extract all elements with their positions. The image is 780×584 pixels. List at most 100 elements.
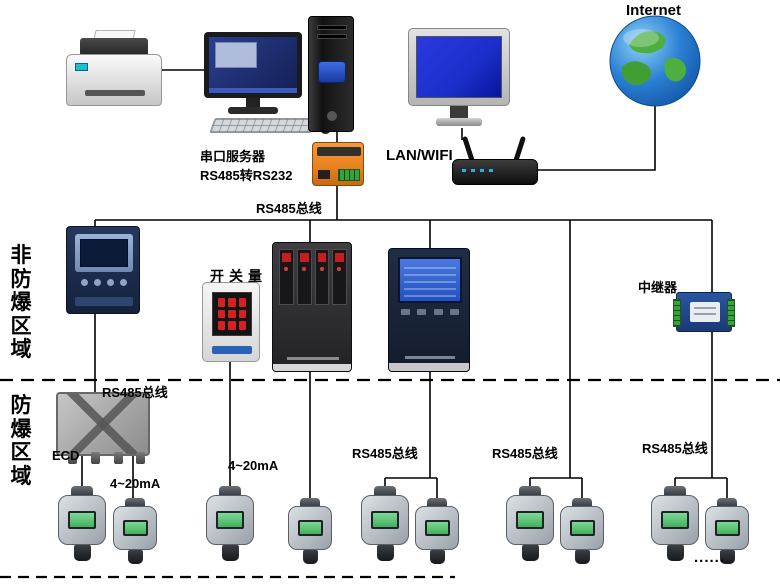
controller-button: [81, 279, 88, 286]
detector-body: [560, 506, 604, 550]
controller-button: [401, 309, 410, 315]
cable-gland: [114, 452, 123, 464]
ecd-label: ECD: [52, 448, 80, 463]
controller-button: [94, 279, 101, 286]
tower-logo-badge: [318, 61, 346, 83]
controller-module: [296, 249, 312, 305]
gas-detector: [361, 486, 409, 561]
detector-sensor-head: [521, 545, 539, 561]
repeater-label: 中继器: [638, 280, 678, 295]
cabinet-brand-line: [287, 357, 339, 360]
alarm-indicator: [228, 298, 236, 307]
flat-monitor-bezel: [408, 28, 510, 106]
zone-label-explosive: 防爆区域: [10, 394, 32, 488]
tower-drive-slot: [317, 25, 347, 30]
controller-module-rack: [279, 249, 347, 305]
detector-sensor-head: [376, 545, 394, 561]
detector-sensor-head: [429, 550, 445, 564]
controller1-buttons: [81, 279, 127, 286]
detector-sensor-head: [73, 545, 91, 561]
globe-graphic: [609, 15, 701, 107]
tower-power-button: [327, 111, 337, 121]
rs485-bus-label-left: RS485总线: [102, 385, 168, 400]
controller-module: [332, 249, 347, 305]
detector-cap: [300, 498, 320, 506]
ellipsis-label: ......: [694, 549, 726, 566]
controller-button: [120, 279, 127, 286]
detector-sensor-head: [221, 545, 239, 561]
router-leds: [462, 169, 496, 172]
cable-gland: [91, 452, 100, 464]
desktop-computer: [204, 30, 336, 136]
printer-top-cover: [80, 38, 148, 56]
detector-body: [506, 495, 554, 545]
internet-globe: [608, 14, 702, 108]
zone-label-non-explosive: 非防爆区域: [10, 244, 32, 362]
switch-panel-indicator-window: [212, 292, 252, 336]
gas-detector: [560, 498, 604, 564]
module-display: [299, 253, 309, 262]
alarm-indicator: [228, 309, 236, 319]
screen-window: [215, 42, 257, 68]
gas-detector: [651, 486, 699, 561]
controller-button: [433, 309, 443, 315]
switch-quantity-label: 开关量: [210, 268, 267, 284]
gas-detector: [113, 498, 157, 564]
rs485-bus-label-4: RS485总线: [492, 446, 558, 461]
rs485-bus-label-top: RS485总线: [256, 201, 322, 216]
label-line: [694, 307, 716, 309]
detector-screen: [297, 520, 323, 536]
detector-screen: [516, 511, 544, 529]
detector-screen: [661, 511, 689, 529]
controller-module: [314, 249, 330, 305]
controller1-display: [80, 239, 128, 267]
detector-body: [288, 506, 332, 550]
alarm-indicator: [238, 298, 246, 307]
detector-body: [651, 495, 699, 545]
serial-server-label-line2: RS485转RS232: [200, 168, 293, 183]
detector-cap: [125, 498, 145, 506]
controller2-brand-line: [405, 356, 455, 359]
router-body: [452, 159, 538, 185]
alarm-indicator: [218, 321, 226, 330]
monitor-bezel: [204, 32, 302, 98]
detector-sensor-head: [127, 550, 143, 564]
cable-gland: [68, 452, 77, 464]
serial-server-label: 串口服务器 RS485转RS232: [200, 146, 293, 184]
detector-screen: [424, 520, 450, 536]
detector-sensor-head: [666, 545, 684, 561]
wifi-router: [452, 135, 538, 186]
serial-server-port: [318, 170, 330, 179]
printer-output-slot: [85, 90, 145, 96]
gas-detector: [705, 498, 749, 564]
detector-body: [206, 495, 254, 545]
alarm-indicator: [218, 298, 226, 307]
gas-detector: [506, 486, 554, 561]
repeater-terminal-left: [673, 299, 681, 327]
repeater-terminal-right: [727, 299, 735, 327]
detector-screen: [68, 511, 96, 529]
detector-body: [415, 506, 459, 550]
detector-screen: [569, 520, 595, 536]
controller-module: [279, 249, 294, 305]
repeater-label-plate: [690, 302, 720, 322]
flat-monitor: [408, 28, 512, 128]
detector-screen: [216, 511, 244, 529]
controller1-display-frame: [75, 234, 133, 272]
cable-gland: [136, 452, 145, 464]
detector-cap: [717, 498, 737, 506]
detector-sensor-head: [302, 550, 318, 564]
controller-button: [417, 309, 427, 315]
controller-button: [449, 309, 459, 315]
detector-body: [361, 495, 409, 545]
module-led: [337, 267, 342, 271]
tower-drive-slot: [317, 34, 347, 39]
label-line: [694, 313, 716, 315]
alarm-indicator: [228, 321, 236, 330]
module-led: [319, 267, 324, 271]
gas-alarm-controller-2: [388, 248, 470, 372]
printer: [66, 30, 162, 108]
lan-wifi-label: LAN/WIFI: [386, 147, 453, 164]
